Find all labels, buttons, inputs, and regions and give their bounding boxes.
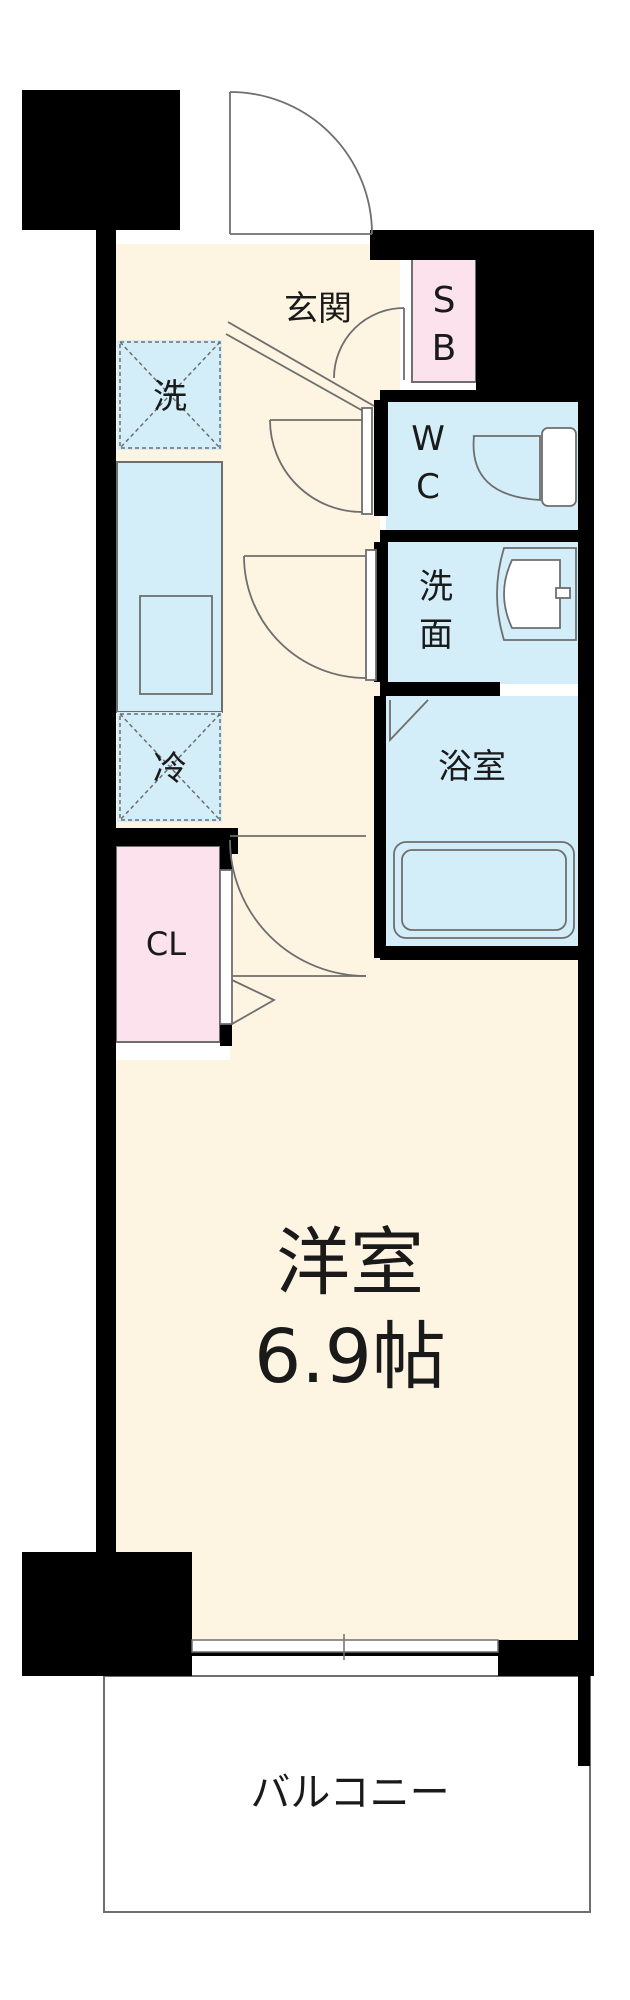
wash-basin-icon <box>496 547 577 641</box>
washer-label: 洗 <box>153 377 187 417</box>
main-room-label: 洋室 <box>276 1220 424 1306</box>
toilet-label-bottom: C <box>416 467 440 507</box>
toilet-label-top: W <box>411 419 445 459</box>
main-room-size-label: 6.9帖 <box>254 1314 446 1400</box>
entrance-floor <box>230 244 400 414</box>
washroom-label-bottom: 面 <box>419 615 453 655</box>
bathtub-icon <box>393 841 575 939</box>
bathroom-label: 浴室 <box>438 747 506 787</box>
closet-label: CL <box>146 925 186 963</box>
shoe-box-label-bottom: B <box>432 328 457 369</box>
balcony-label: バルコニー <box>250 1770 449 1816</box>
fridge-label: 冷 <box>153 749 187 789</box>
doors <box>219 91 429 1025</box>
walls <box>22 90 594 1766</box>
appliance-marks <box>119 341 221 821</box>
kitchen-sink-icon <box>139 595 213 695</box>
shoe-box-label-top: S <box>433 280 456 321</box>
balcony-window <box>191 1639 499 1653</box>
balcony-area <box>103 1675 591 1913</box>
toilet-icon <box>472 427 577 507</box>
bathroom-floor <box>386 696 582 946</box>
entrance-label: 玄関 <box>284 289 352 329</box>
hall-to-room-floor <box>230 840 380 1070</box>
washroom-label-top: 洗 <box>419 567 453 607</box>
main-room-floor-right <box>380 958 582 1068</box>
